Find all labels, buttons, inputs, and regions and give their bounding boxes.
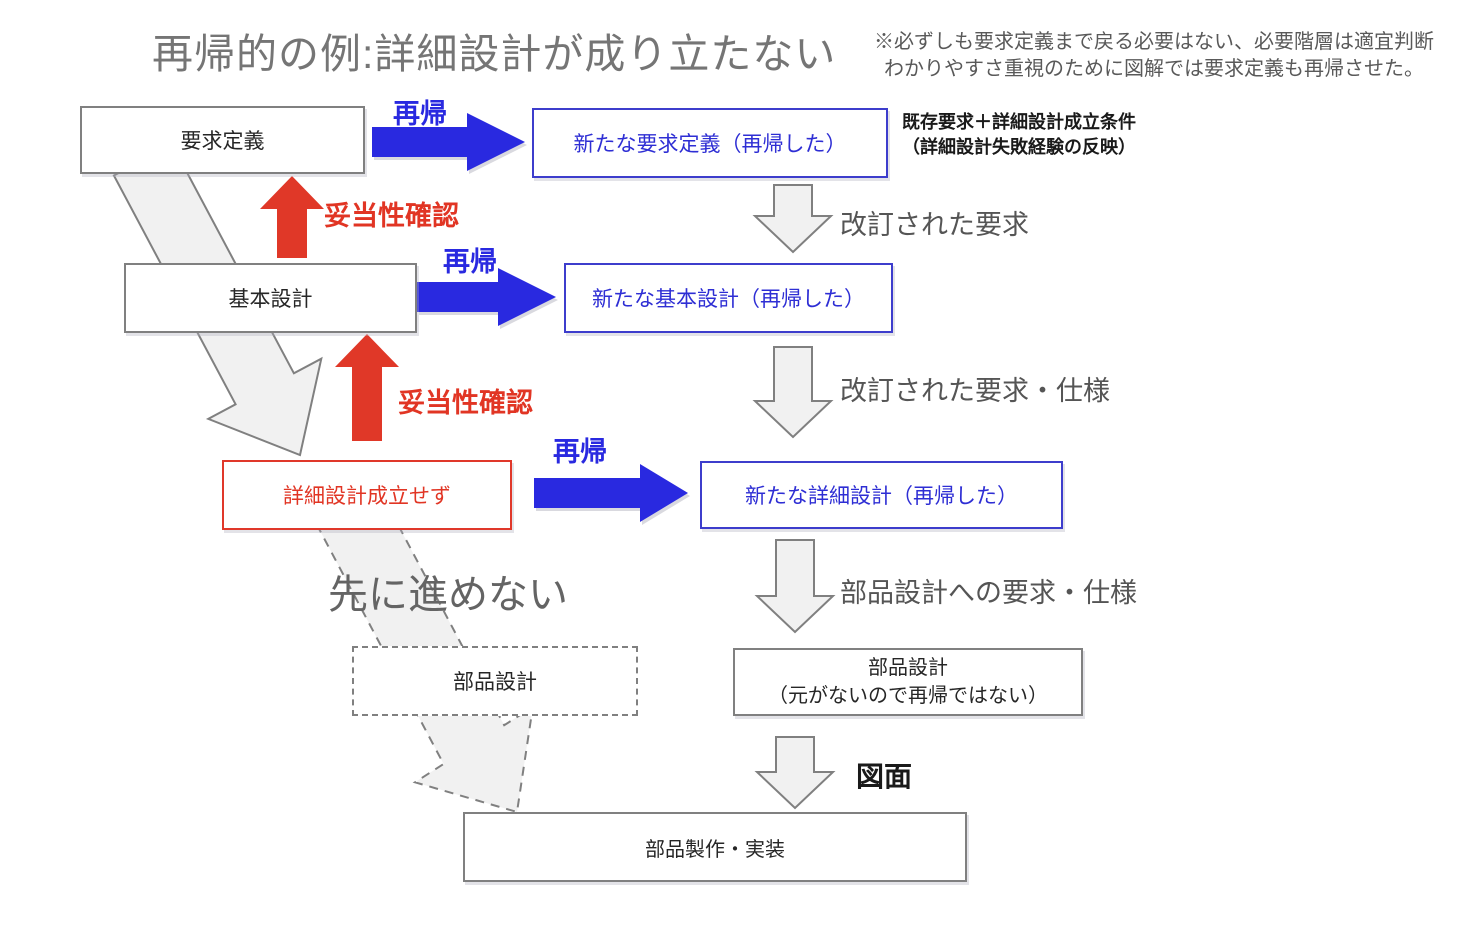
box-new-detail-design-label: 新たな詳細設計（再帰した） bbox=[745, 485, 1018, 508]
box-basic-design: 基本設計 bbox=[124, 263, 417, 333]
box-requirements-label: 要求定義 bbox=[180, 130, 265, 153]
recursion-arrow-3 bbox=[534, 464, 688, 522]
top-note-line1: ※必ずしも要求定義まで戻る必要はない、必要階層は適宜判断 bbox=[874, 31, 1434, 53]
top-note: ※必ずしも要求定義まで戻る必要はない、必要階層は適宜判断 わかりやすさ重視のため… bbox=[856, 29, 1452, 83]
box-parts-manufacture: 部品製作・実装 bbox=[463, 812, 967, 882]
box-requirements: 要求定義 bbox=[80, 106, 365, 174]
box-new-detail-design: 新たな詳細設計（再帰した） bbox=[700, 461, 1063, 529]
side-note: 既存要求＋詳細設計成立条件 （詳細設計失敗経験の反映） bbox=[895, 110, 1143, 160]
down-arrow-revised-requirements bbox=[752, 184, 834, 254]
box-parts-design-ghost: 部品設計 bbox=[352, 646, 638, 716]
top-note-line2: わかりやすさ重視のために図解では要求定義も再帰させた。 bbox=[884, 58, 1424, 80]
side-note-line1: 既存要求＋詳細設計成立条件 bbox=[902, 112, 1136, 132]
recursion-label-3: 再帰 bbox=[553, 437, 607, 467]
box-new-basic-design-label: 新たな基本設計（再帰した） bbox=[592, 288, 865, 311]
recursion-arrow-1 bbox=[372, 113, 525, 171]
box-new-requirements: 新たな要求定義（再帰した） bbox=[532, 108, 888, 178]
validation-arrow-2 bbox=[335, 334, 399, 441]
recursion-label-1: 再帰 bbox=[393, 99, 447, 129]
box-parts-design-label: 部品設計 （元がないので再帰ではない） bbox=[768, 654, 1048, 710]
revised-requirements-specs-label: 改訂された要求・仕様 bbox=[840, 376, 1110, 406]
box-parts-design-line2: （元がないので再帰ではない） bbox=[768, 685, 1048, 707]
side-note-line2: （詳細設計失敗経験の反映） bbox=[902, 137, 1136, 157]
box-detail-design-failed-label: 詳細設計成立せず bbox=[283, 485, 451, 508]
recursion-label-2: 再帰 bbox=[443, 247, 497, 277]
page-title: 再帰的の例:詳細設計が成り立たない bbox=[152, 31, 837, 77]
box-new-requirements-label: 新たな要求定義（再帰した） bbox=[573, 133, 847, 156]
box-parts-design-line1: 部品設計 bbox=[868, 657, 948, 679]
box-detail-design-failed: 詳細設計成立せず bbox=[222, 460, 512, 530]
box-new-basic-design: 新たな基本設計（再帰した） bbox=[564, 263, 893, 333]
parts-requirements-specs-label: 部品設計への要求・仕様 bbox=[840, 578, 1137, 608]
box-parts-design: 部品設計 （元がないので再帰ではない） bbox=[733, 648, 1083, 716]
box-basic-design-label: 基本設計 bbox=[228, 288, 313, 311]
validation-label-2: 妥当性確認 bbox=[398, 388, 533, 418]
box-parts-design-ghost-label: 部品設計 bbox=[453, 671, 537, 694]
box-parts-manufacture-label: 部品製作・実装 bbox=[645, 838, 785, 861]
down-arrow-parts-requirements-specs bbox=[754, 539, 836, 634]
down-arrow-drawings bbox=[754, 736, 836, 810]
drawings-label: 図面 bbox=[856, 761, 913, 792]
validation-arrow-1 bbox=[260, 176, 324, 258]
revised-requirements-label: 改訂された要求 bbox=[840, 210, 1029, 240]
recursion-arrow-2 bbox=[417, 268, 556, 326]
validation-label-1: 妥当性確認 bbox=[324, 201, 459, 231]
down-arrow-revised-requirements-specs bbox=[752, 346, 834, 439]
cannot-proceed-label: 先に進めない bbox=[328, 573, 568, 617]
